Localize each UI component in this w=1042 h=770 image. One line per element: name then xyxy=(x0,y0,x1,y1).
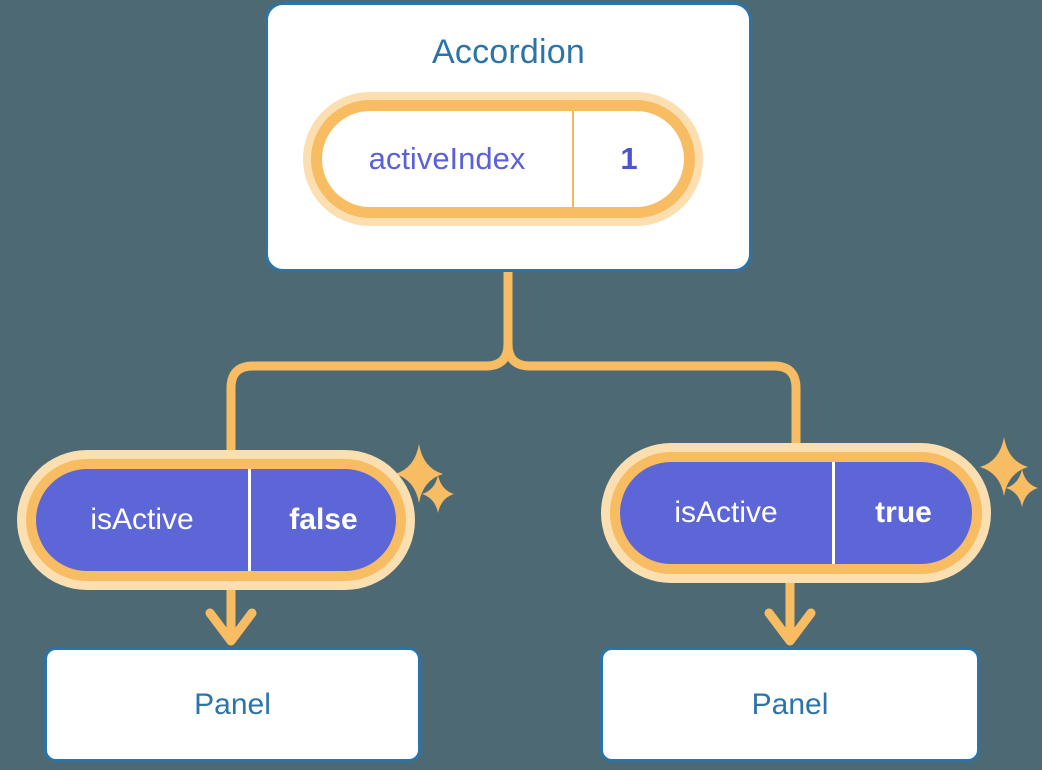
state-key-activeindex: activeIndex xyxy=(368,141,526,176)
state-value-isactive-left: false xyxy=(289,503,358,536)
state-pill-divider-right xyxy=(832,462,835,564)
panel-card-left[interactable]: Panel xyxy=(44,647,421,762)
sparkle-icon-right-small xyxy=(1006,469,1038,507)
state-pill-left[interactable]: isActive false xyxy=(36,469,396,571)
state-key-isactive-left: isActive xyxy=(90,503,194,536)
sparkle-icon-left-large xyxy=(395,444,443,503)
sparkle-icon-left-small xyxy=(422,475,454,513)
panel-card-right[interactable]: Panel xyxy=(600,647,980,762)
state-pill-accordion[interactable]: activeIndex 1 xyxy=(322,111,684,207)
state-value-isactive-right: true xyxy=(875,496,932,529)
state-key-isactive-right: isActive xyxy=(674,496,778,529)
state-value-activeindex: 1 xyxy=(620,141,638,176)
state-pill-divider xyxy=(572,111,574,207)
accordion-title: Accordion xyxy=(432,33,585,71)
state-pill-right[interactable]: isActive true xyxy=(620,462,972,564)
state-pill-divider-left xyxy=(248,469,251,571)
sparkle-icon-right-large xyxy=(980,437,1028,496)
